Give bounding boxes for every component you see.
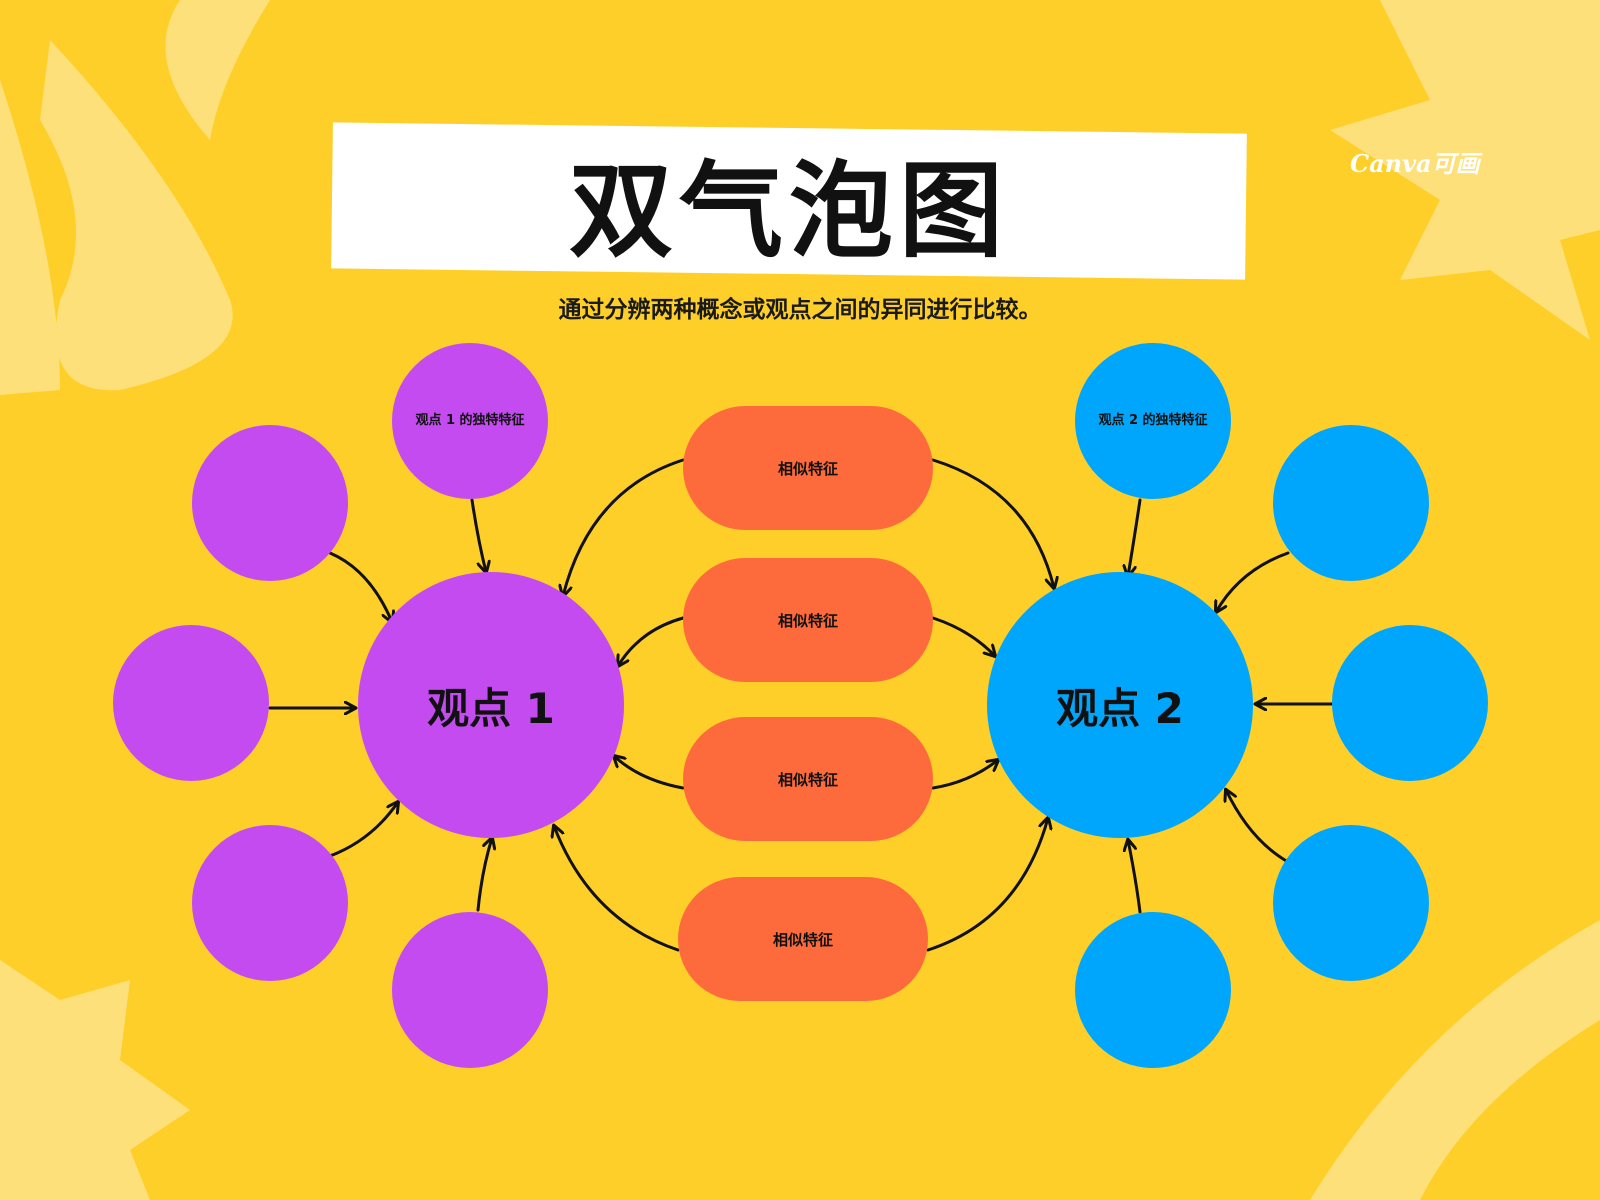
similar-to-idea1-arrow: [563, 458, 685, 596]
similar-feature-pill: 相似特征: [678, 877, 928, 1001]
idea2-arrow: [1128, 498, 1142, 576]
similar-feature-pill: 相似特征: [683, 558, 933, 682]
idea1-arrow: [470, 498, 486, 572]
idea1-empty-bubble: [192, 825, 348, 981]
similar-to-idea2-arrow: [931, 458, 1054, 588]
idea2-arrow: [1226, 790, 1290, 864]
decor-hook-shape: [165, 0, 270, 140]
arrows-layer: [268, 458, 1334, 952]
similar-to-idea1-arrow: [614, 756, 685, 790]
decor-hook-shape: [40, 40, 233, 391]
idea1-arrow: [476, 838, 492, 912]
decor-curve-shape: [1310, 920, 1600, 1200]
similar-feature-label: 相似特征: [777, 459, 838, 478]
idea1-feature-label: 观点 1 的独特特征: [415, 413, 525, 428]
idea2-empty-bubble: [1273, 825, 1429, 981]
idea2-feature-bubble: 观点 2 的独特特征: [1075, 343, 1231, 499]
similar-feature-pill: 相似特征: [683, 406, 933, 530]
idea2-empty-bubble: [1332, 625, 1488, 781]
similar-feature-label: 相似特征: [777, 611, 838, 630]
idea1-arrow: [328, 802, 398, 858]
idea2-empty-bubble: [1075, 912, 1231, 1068]
idea1-center-bubble: 观点 1: [358, 572, 624, 838]
similar-to-idea2-arrow: [931, 760, 998, 790]
similar-feature-label: 相似特征: [772, 930, 833, 949]
idea2-empty-bubble: [1273, 425, 1429, 581]
idea1-empty-bubble: [192, 425, 348, 581]
idea2-arrow: [1128, 840, 1142, 914]
idea2-center-bubble: 观点 2: [987, 572, 1253, 838]
idea1-empty-bubble: [392, 912, 548, 1068]
idea2-arrow: [1216, 551, 1290, 612]
idea1-label: 观点 1: [427, 683, 555, 733]
idea2-feature-label: 观点 2 的独特特征: [1098, 413, 1208, 428]
decor-star-shape: [1330, 0, 1600, 340]
idea1-empty-bubble: [113, 625, 269, 781]
idea1-feature-bubble: 观点 1 的独特特征: [392, 343, 548, 499]
similar-feature-label: 相似特征: [777, 770, 838, 789]
similar-to-idea1-arrow: [554, 826, 680, 952]
similar-feature-pill: 相似特征: [683, 717, 933, 841]
similar-to-idea2-arrow: [926, 818, 1048, 952]
decor-hook-shape: [0, 80, 60, 395]
idea2-label: 观点 2: [1056, 683, 1184, 733]
similar-to-idea2-arrow: [931, 616, 995, 656]
subtitle: 通过分辨两种概念或观点之间的异同进行比较。: [558, 297, 1042, 323]
idea1-arrow: [328, 551, 392, 622]
page-title: 双气泡图: [568, 149, 1009, 272]
canva-logo: Canva可画: [1350, 149, 1480, 178]
similar-to-idea1-arrow: [618, 616, 685, 666]
decor-star-shape: [0, 960, 190, 1200]
